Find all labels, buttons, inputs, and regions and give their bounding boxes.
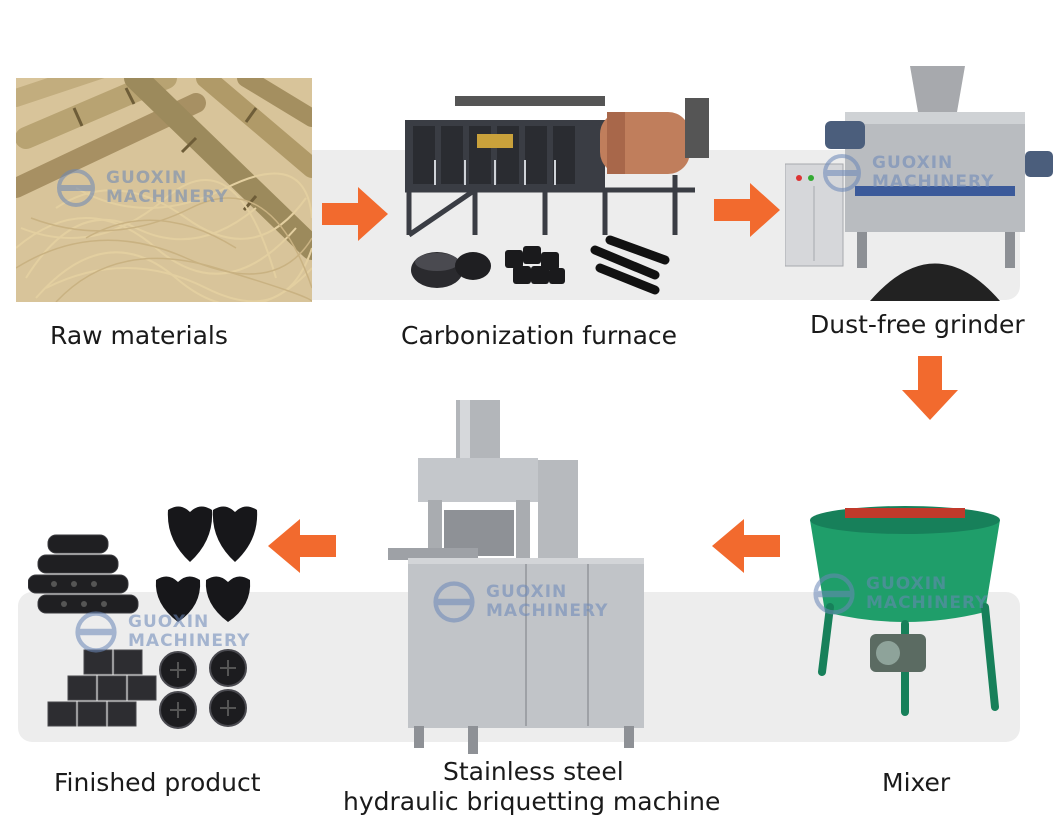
- label-mixer: Mixer: [882, 768, 951, 797]
- arrow-right-icon: [714, 183, 780, 237]
- arrow-left-icon: [712, 519, 780, 573]
- label-finished-product: Finished product: [54, 768, 261, 797]
- mixer-image: [800, 502, 1015, 722]
- finished-product-image: [28, 500, 268, 745]
- arrow-right-icon: [322, 187, 388, 241]
- carbonization-furnace-image: [395, 90, 725, 305]
- label-carbonization-furnace: Carbonization furnace: [401, 321, 678, 350]
- hydraulic-briquetting-machine-image: [388, 400, 656, 755]
- arrow-down-icon: [902, 356, 958, 420]
- dust-free-grinder-image: [785, 66, 1055, 311]
- label-dust-free-grinder: Dust-free grinder: [810, 310, 1025, 339]
- arrow-left-icon: [268, 519, 336, 573]
- label-press-line1: Stainless steel: [443, 757, 624, 786]
- label-raw-materials: Raw materials: [50, 321, 228, 350]
- raw-materials-image: [16, 78, 312, 302]
- label-press-line2: hydraulic briquetting machine: [343, 787, 721, 816]
